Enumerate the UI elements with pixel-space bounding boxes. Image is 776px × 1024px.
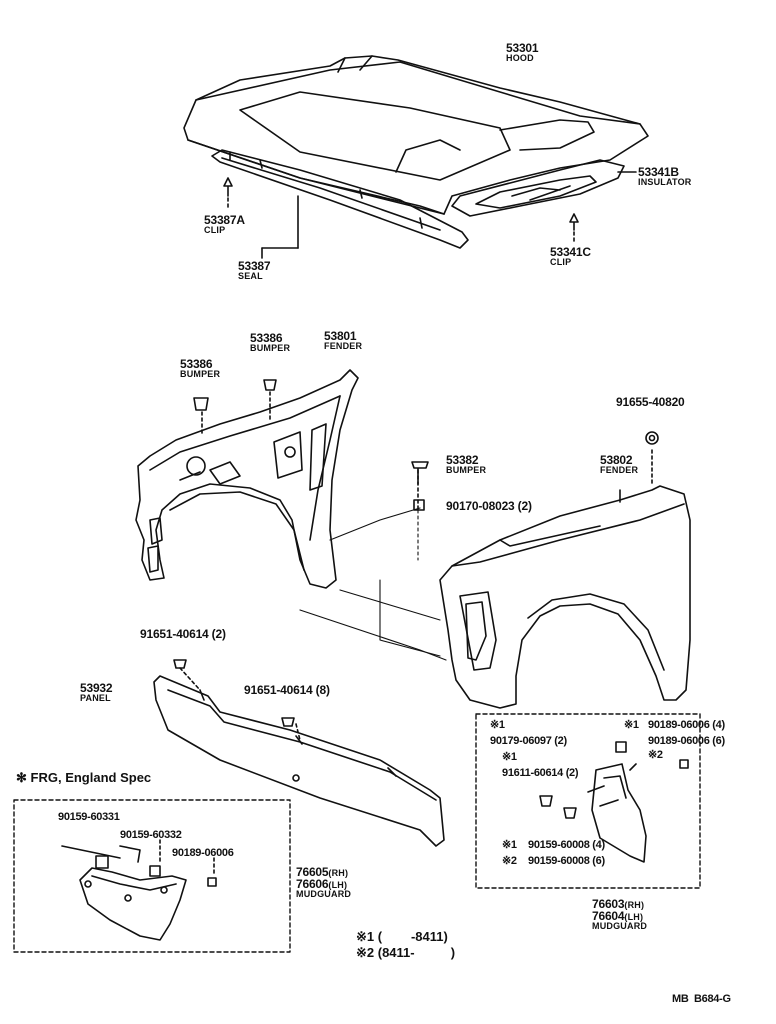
bumper-53382-drawing [411, 461, 429, 485]
bolt-91651-a-label: 91651-40614 (2) [140, 627, 226, 641]
panel-part-name: PANEL [80, 693, 111, 703]
clip-a-part-name: CLIP [204, 225, 226, 235]
frg-box-title: ✻ FRG, England Spec [16, 771, 151, 784]
bumper-mid-part-name: BUMPER [250, 343, 291, 353]
clip-c-part-number: 53341C [550, 245, 591, 259]
legend-row-2: ※2 (8411- ) [356, 946, 455, 959]
frg-box-frame [13, 799, 291, 953]
fender-rh-label: 53801 FENDER [324, 330, 362, 351]
bolt-91651-b-label: 91651-40614 (8) [244, 683, 330, 697]
right-box-91611: 91611-60614 (2) [502, 767, 579, 779]
clip-a-drawing [223, 177, 233, 211]
panel-drawing [153, 667, 445, 847]
legend-row-1: ※1 ( -8411) [356, 930, 448, 943]
hood-part-number: 53301 [506, 41, 539, 55]
insulator-part-number: 53341B [638, 165, 679, 179]
nut-91655-label: 91655-40820 [616, 395, 685, 409]
bumper-left-label: 53386 BUMPER [180, 358, 220, 379]
clip-c-drawing [569, 213, 579, 243]
bumper-mid-drawing [263, 379, 277, 391]
right-box-mark1-c: ※1 [502, 751, 517, 763]
right-mudguard-rh: 76603(RH) [592, 898, 647, 910]
right-box-frame [475, 713, 701, 889]
insulator-label: 53341B INSULATOR [638, 166, 691, 187]
legend-row-2-text: (8411- ) [377, 945, 456, 960]
fender-lh-part-name: FENDER [600, 465, 639, 475]
right-box-mark1-d: ※1 [502, 839, 517, 851]
fender-lh-part-number: 53802 [600, 453, 633, 467]
right-box-90189-6: 90189-06006 (6) [648, 735, 725, 747]
screw-90170-drawing [413, 499, 425, 511]
frg-mudguard-name: MUDGUARD [296, 889, 352, 899]
bolt-91651-a-drawing [173, 659, 187, 669]
panel-part-number: 53932 [80, 681, 113, 695]
right-mudguard-label: 76603(RH) 76604(LH) MUDGUARD [592, 898, 647, 931]
nut-91655-drawing [645, 431, 659, 445]
bumper-left-drawing [193, 397, 209, 411]
right-mudguard-name: MUDGUARD [592, 921, 648, 931]
screw-90170-label: 90170-08023 (2) [446, 499, 532, 513]
frg-mudguard-drawing [61, 839, 217, 941]
fender-rh-part-number: 53801 [324, 329, 357, 343]
bumper-53382-part-number: 53382 [446, 453, 479, 467]
right-mudguard-lh: 76604(LH) [592, 910, 647, 922]
fender-lh-label: 53802 FENDER [600, 454, 638, 475]
insulator-part-name: INSULATOR [638, 177, 692, 187]
hood-part-name: HOOD [506, 53, 534, 63]
right-mudguard-lh-tag: (LH) [624, 912, 644, 922]
seal-label: 53387 SEAL [238, 259, 271, 281]
right-box-mark2-b: ※2 [502, 855, 517, 867]
bolt-91651-b-drawing [281, 717, 295, 727]
bumper-mid-part-number: 53386 [250, 331, 283, 345]
right-mudguard-lh-number: 76604 [592, 909, 625, 923]
frg-mudguard-lh-number: 76606 [296, 877, 329, 891]
bumper-53382-part-name: BUMPER [446, 465, 487, 475]
hood-drawing [183, 55, 649, 215]
seal-part-number: 53387 [238, 259, 271, 273]
legend-row-1-mark: ※1 [356, 929, 375, 944]
bumper-53382-label: 53382 BUMPER [446, 454, 486, 475]
bumper-mid-label: 53386 BUMPER [250, 332, 290, 353]
seal-drawing [211, 149, 469, 259]
right-box-mark1-b: ※1 [624, 719, 639, 731]
right-box-90159-4: 90159-60008 (4) [528, 839, 605, 851]
fender-lh-drawing [417, 449, 691, 709]
right-box-90179: 90179-06097 (2) [490, 735, 567, 747]
vehicle-body-outline [299, 507, 447, 661]
frg-part-2: 90159-60332 [120, 829, 182, 841]
hood-label: 53301 HOOD [506, 41, 539, 63]
clip-c-label: 53341C CLIP [550, 246, 591, 267]
frg-asterisk-mark: ✻ [16, 770, 27, 785]
frg-title-text: FRG, England Spec [30, 770, 152, 785]
bumper-left-part-name: BUMPER [180, 369, 221, 379]
right-box-90189-4: 90189-06006 (4) [648, 719, 725, 731]
bumper-left-part-number: 53386 [180, 357, 213, 371]
fender-rh-part-name: FENDER [324, 341, 363, 351]
frg-part-3: 90189-06006 [172, 847, 234, 859]
clip-c-part-name: CLIP [550, 257, 572, 267]
right-mudguard-rh-number: 76603 [592, 897, 625, 911]
fender-rh-drawing [135, 369, 359, 589]
frg-mudguard-label: 76605(RH) 76606(LH) MUDGUARD [296, 866, 351, 899]
frg-mudguard-rh: 76605(RH) [296, 866, 351, 878]
right-box-mark2-a: ※2 [648, 749, 663, 761]
legend-row-1-text: ( -8411) [377, 929, 448, 944]
frg-mudguard-lh: 76606(LH) [296, 878, 351, 890]
frg-mudguard-rh-tag: (RH) [328, 868, 349, 878]
clip-a-part-number: 53387A [204, 213, 245, 227]
right-box-90159-6: 90159-60008 (6) [528, 855, 605, 867]
right-box-mark1-a: ※1 [490, 719, 505, 731]
frg-mudguard-rh-number: 76605 [296, 865, 329, 879]
right-mudguard-rh-tag: (RH) [624, 900, 645, 910]
clip-a-label: 53387A CLIP [204, 214, 245, 235]
right-mudguard-drawing [539, 741, 689, 863]
frg-part-1: 90159-60331 [58, 811, 120, 823]
legend-row-2-mark: ※2 [356, 945, 375, 960]
reference-code: MB B684-G [672, 993, 731, 1005]
frg-mudguard-lh-tag: (LH) [328, 880, 348, 890]
seal-part-name: SEAL [238, 271, 263, 281]
insulator-drawing [451, 159, 637, 217]
panel-label: 53932 PANEL [80, 681, 113, 703]
